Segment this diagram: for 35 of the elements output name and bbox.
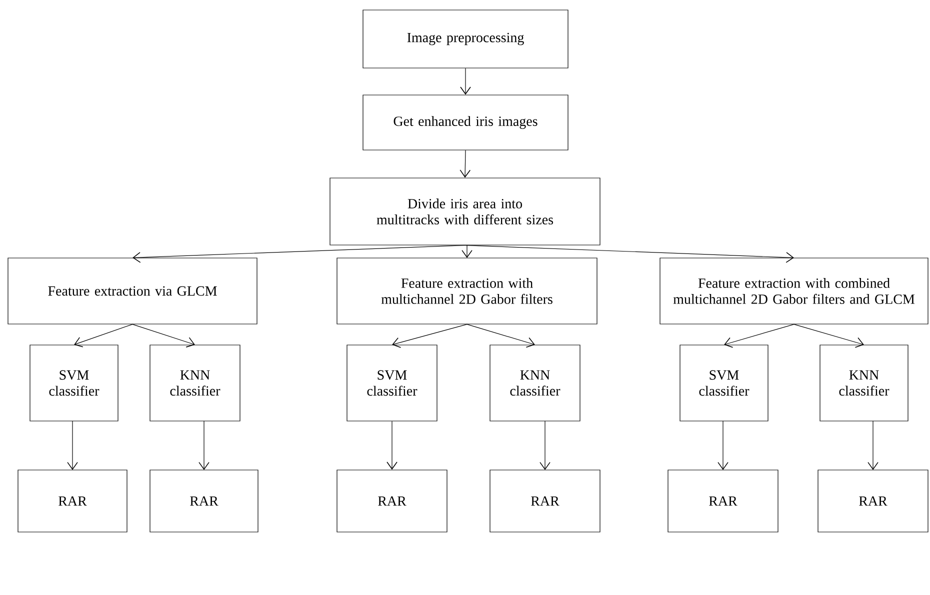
arrow	[392, 324, 468, 348]
arrow	[460, 68, 471, 95]
arrow	[724, 324, 794, 348]
arrow	[718, 420, 728, 470]
process-box: Feature extraction via GLCM	[8, 258, 258, 324]
process-box: RAR	[18, 470, 128, 532]
process-box: KNN classifier	[490, 344, 580, 422]
process-box: RAR	[150, 470, 258, 532]
arrow	[132, 245, 466, 263]
arrow	[794, 324, 864, 348]
process-box: RAR	[668, 470, 778, 532]
arrow	[464, 245, 794, 263]
process-box: Feature extraction with multichannel 2D Gabor filters	[336, 258, 598, 324]
arrow	[540, 420, 550, 470]
arrow	[460, 150, 471, 178]
process-box: SVM classifier	[30, 344, 118, 422]
process-box: Feature extraction with combined multichannel 2D Gabor filters and GLCM	[660, 258, 928, 324]
arrow	[67, 420, 78, 470]
process-box: RAR	[336, 470, 448, 532]
arrow	[868, 420, 878, 470]
process-box: Get enhanced iris images	[362, 94, 568, 150]
arrow	[198, 420, 210, 470]
process-box: SVM classifier	[346, 344, 438, 422]
arrow	[462, 244, 472, 258]
arrow	[386, 421, 398, 470]
process-box: Divide iris area into multitracks with different sizes	[330, 178, 600, 246]
process-box: SVM classifier	[680, 344, 768, 422]
process-box: KNN classifier	[820, 344, 908, 422]
process-box: Image preprocessing	[362, 10, 568, 68]
process-box: RAR	[490, 470, 600, 532]
process-box: KNN classifier	[150, 344, 240, 422]
arrow	[466, 324, 535, 348]
arrow	[132, 324, 195, 348]
process-box: RAR	[818, 470, 928, 532]
arrow	[74, 324, 133, 348]
